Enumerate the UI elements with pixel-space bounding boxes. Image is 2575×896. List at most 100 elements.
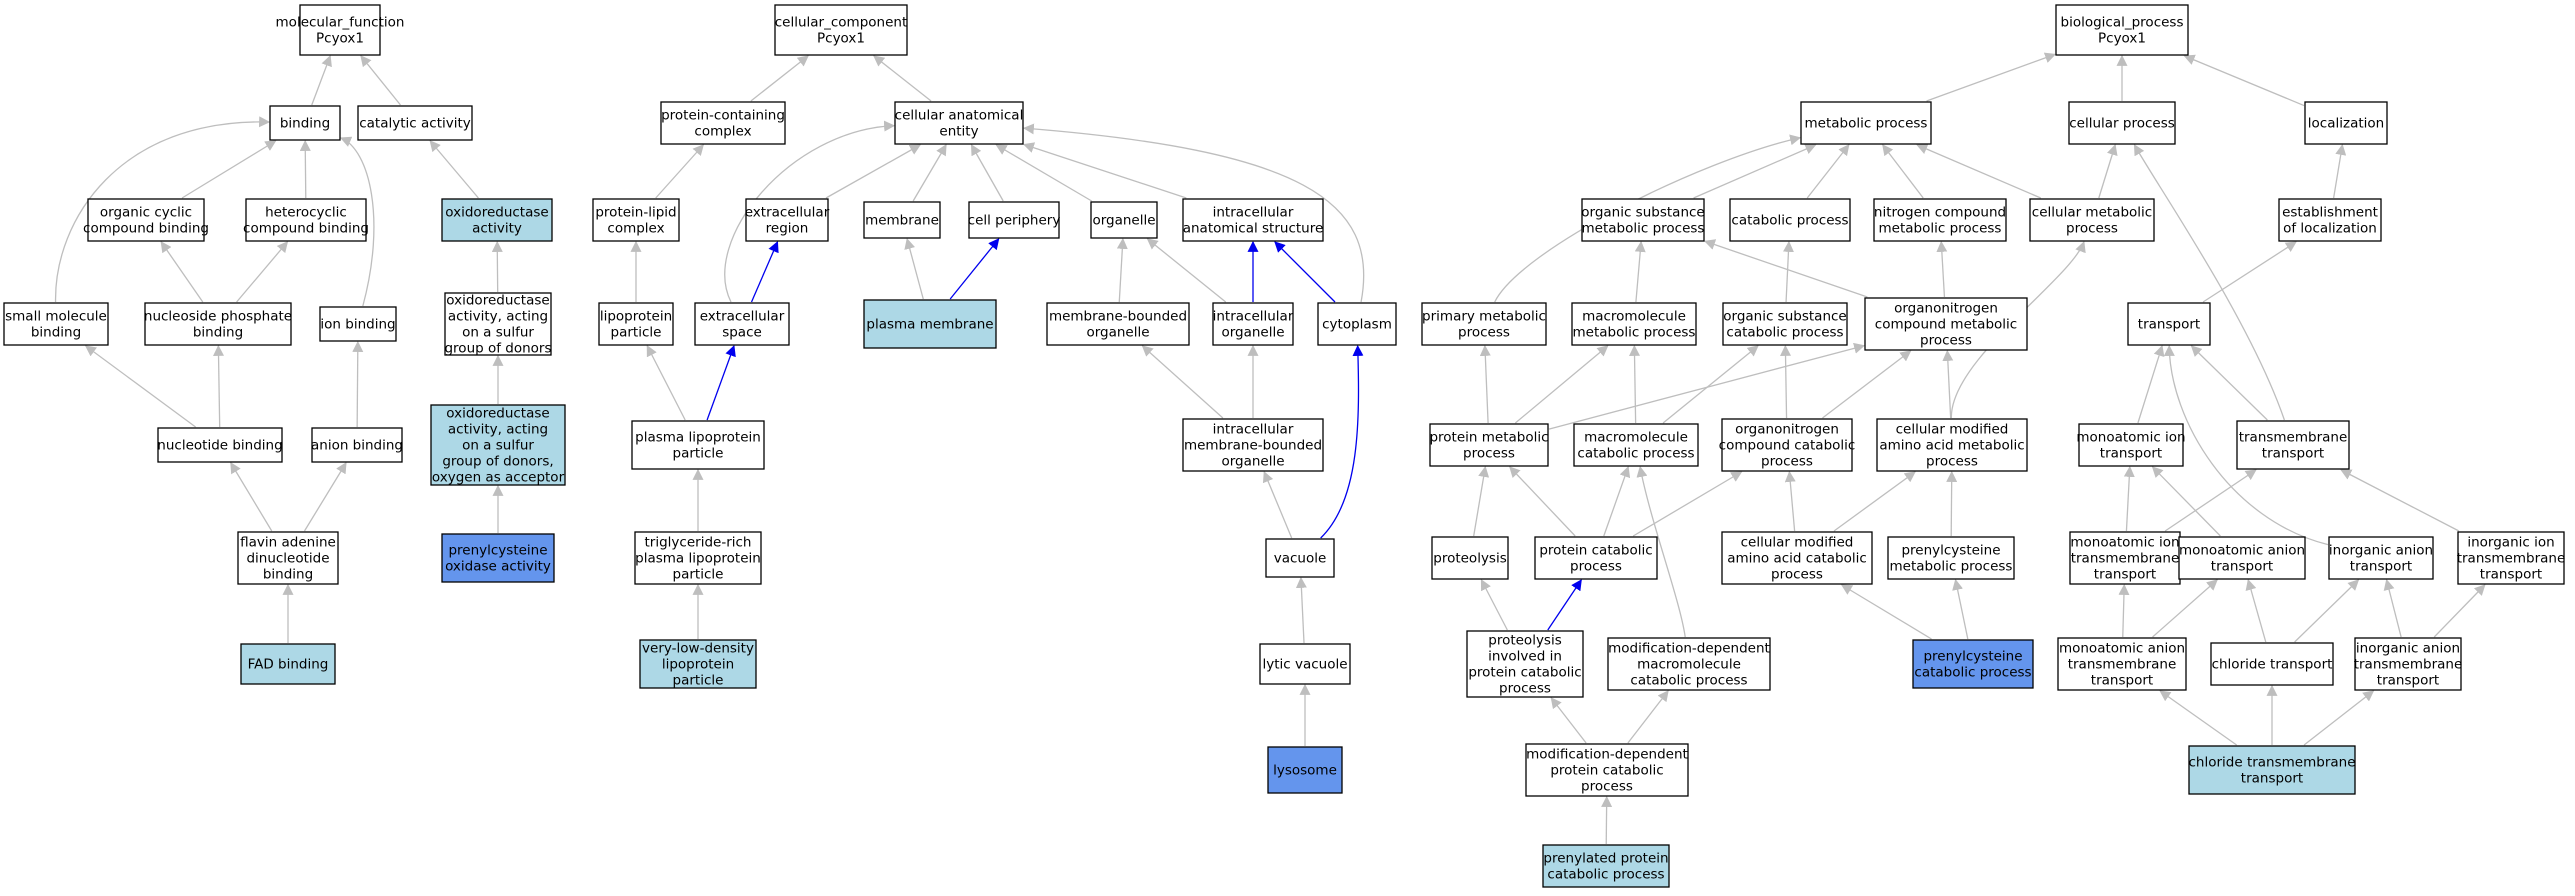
node-lytic-vacuole[interactable]: lytic vacuole bbox=[1259, 643, 1351, 685]
node-mod-dep-macro[interactable]: modification-dependentmacromoleculecatab… bbox=[1607, 637, 1771, 691]
edge-proteolysis-to-protein_mp bbox=[1473, 465, 1490, 537]
node-localization[interactable]: localization bbox=[2304, 101, 2388, 145]
node-fad-binding[interactable]: FAD binding bbox=[240, 643, 336, 685]
node-label-line: catabolic process bbox=[1577, 446, 1694, 462]
node-label-line: nucleotide binding bbox=[157, 438, 282, 454]
node-label-line: modification-dependent bbox=[1608, 641, 1770, 657]
edge-nucleoside_phosphate-to-organic_cyclic bbox=[160, 241, 204, 303]
edge-mod_dep_protein-to-mod_dep_macro bbox=[1627, 690, 1669, 744]
node-label-line: amino acid metabolic bbox=[1879, 438, 2024, 454]
node-box bbox=[1182, 418, 1324, 472]
node-label-line: transmembrane bbox=[2239, 430, 2348, 446]
node-box bbox=[245, 198, 367, 242]
node-cell-periphery[interactable]: cell periphery bbox=[968, 201, 1061, 239]
node-label-line: inorganic ion bbox=[2467, 535, 2554, 551]
node-catalytic[interactable]: catalytic activity bbox=[357, 105, 473, 141]
node-proteolysis[interactable]: proteolysis bbox=[1431, 536, 1509, 580]
node-metabolic[interactable]: metabolic process bbox=[1800, 101, 1932, 145]
node-label-line: ion binding bbox=[320, 317, 395, 333]
edge-prenylcysteine_mp-to-cm_amino_acid_mp bbox=[1946, 470, 1958, 537]
node-box bbox=[863, 201, 941, 239]
node-label-line: oxidoreductase bbox=[446, 406, 549, 422]
edge-organic_cyclic-to-binding bbox=[181, 140, 277, 199]
node-cytoplasm[interactable]: cytoplasm bbox=[1317, 302, 1397, 346]
node-vacuole[interactable]: vacuole bbox=[1265, 538, 1335, 578]
edge-protein_containing-to-cc_root bbox=[750, 55, 809, 102]
node-anion-binding[interactable]: anion binding bbox=[311, 427, 403, 463]
node-box bbox=[592, 198, 680, 242]
node-transport[interactable]: transport bbox=[2127, 302, 2211, 346]
edge-proteolysis_pcp-to-proteolysis bbox=[1480, 579, 1508, 631]
node-label-line: cytoplasm bbox=[1322, 317, 1392, 333]
node-membrane[interactable]: membrane bbox=[863, 201, 941, 239]
node-organelle[interactable]: organelle bbox=[1090, 201, 1158, 239]
edge-vacuole-to-cytoplasm bbox=[1320, 344, 1364, 539]
node-ion-binding[interactable]: ion binding bbox=[319, 306, 397, 342]
node-lysosome[interactable]: lysosome bbox=[1267, 746, 1343, 794]
node-binding[interactable]: binding bbox=[269, 105, 341, 141]
node-chloride-transport[interactable]: chloride transport bbox=[2210, 642, 2334, 686]
edge-fad_dinucleotide-to-anion_binding bbox=[303, 462, 347, 532]
node-plasma-membrane[interactable]: plasma membrane bbox=[863, 299, 997, 349]
edge-protein_mp-to-macromolecule_mp bbox=[1514, 345, 1609, 424]
node-cellular-process[interactable]: cellular process bbox=[2068, 101, 2176, 145]
edge-cm_amino_acid_cp-to-organonitrogen_cp bbox=[1784, 470, 1796, 532]
node-label-line: lysosome bbox=[1273, 763, 1337, 779]
node-nucleotide-binding[interactable]: nucleotide binding bbox=[157, 427, 283, 463]
node-catabolic[interactable]: catabolic process bbox=[1729, 198, 1851, 242]
